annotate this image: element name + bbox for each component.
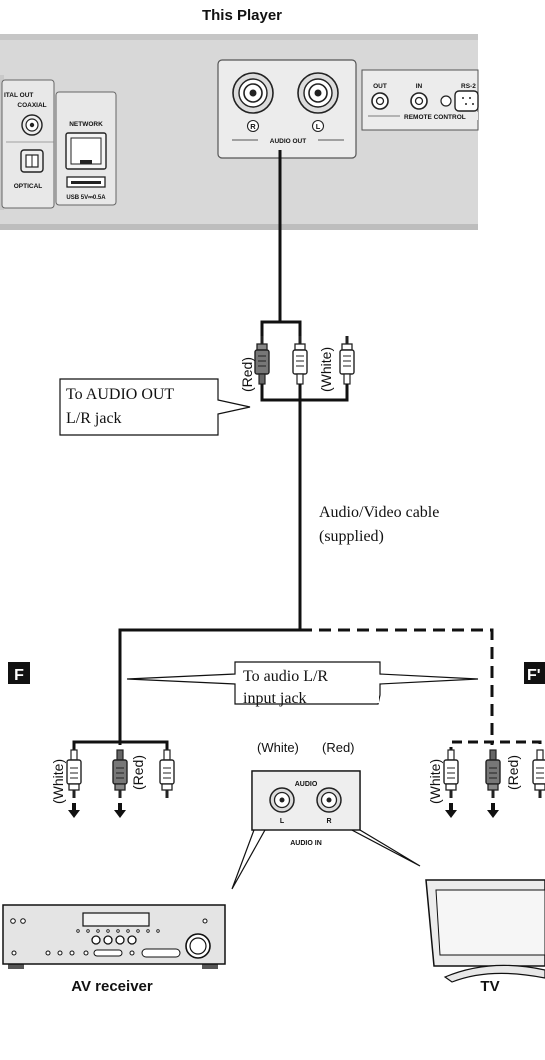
cable-to-receiver <box>118 628 300 745</box>
coaxial-jack <box>21 114 43 136</box>
remote-control-label: REMOTE CONTROL <box>404 114 466 121</box>
cable-to-tv <box>300 628 494 745</box>
in-label: IN <box>416 83 423 90</box>
cable-desc-line2: (supplied) <box>319 528 384 545</box>
arrow-down-icon <box>68 803 80 818</box>
white-plug-top <box>292 335 308 385</box>
input-callout-line1: To audio L/R <box>243 668 328 685</box>
arrow-down-icon <box>487 803 499 818</box>
coaxial-label: COAXIAL <box>17 102 46 109</box>
audio-out-callout: To AUDIO OUT L/R jack <box>59 378 251 436</box>
audio-out-callout-line1: To AUDIO OUT <box>66 386 174 403</box>
rs-label: RS-2 <box>461 83 476 90</box>
white-plug-spare <box>339 335 355 385</box>
audio-out-jack-l: L <box>297 72 339 133</box>
audio-in-panel: AUDIO L R AUDIO IN <box>231 770 421 890</box>
usb-label: USB 5V⎓0.5A <box>66 195 106 201</box>
panel-audio-label: AUDIO <box>295 781 318 788</box>
usb-port <box>66 176 106 188</box>
tv-white-plug <box>443 749 459 799</box>
panel-r-label: R <box>326 818 331 825</box>
svg-text:F: F <box>14 667 24 684</box>
av-receiver <box>2 904 226 969</box>
remote-control-panel: OUT IN RS-2 REMOTE CONTROL <box>361 69 479 131</box>
audio-out-panel: R L AUDIO OUT <box>217 59 357 159</box>
player-title: This Player <box>202 7 282 24</box>
receiver-white-plug <box>66 749 82 799</box>
tv-label: TV <box>480 978 499 995</box>
audio-out-jack-r: R <box>232 72 274 133</box>
optical-jack <box>20 149 44 173</box>
cable-to-player <box>260 150 302 345</box>
panel-audio-in-label: AUDIO IN <box>290 840 322 847</box>
red-label-top: (Red) <box>239 357 255 392</box>
red-plug-top <box>254 335 270 385</box>
input-jack-callout: To audio L/R input jack <box>126 661 479 707</box>
panel-l-label: L <box>280 818 285 825</box>
panel-red-label: (Red) <box>322 740 355 755</box>
cable-desc-line1: Audio/Video cable <box>319 504 439 521</box>
audio-in-jack-r <box>316 787 342 813</box>
remote-in-jack <box>410 92 428 110</box>
svg-text:F': F' <box>527 667 541 684</box>
tv <box>425 879 545 983</box>
arrow-down-icon <box>114 803 126 818</box>
tv-red-plug <box>485 749 501 799</box>
receiver-white-label: (White) <box>50 759 66 804</box>
digital-out-section: ITAL OUT COAXIAL OPTICAL <box>1 79 55 209</box>
white-label-top: (White) <box>318 347 334 392</box>
marker-f2: F' <box>524 662 545 684</box>
out-label: OUT <box>373 83 387 90</box>
marker-f: F <box>8 662 30 684</box>
panel-white-label: (White) <box>257 740 299 755</box>
audio-out-callout-line2: L/R jack <box>66 410 122 427</box>
cable-bundle <box>260 384 349 630</box>
network-label: NETWORK <box>69 121 103 128</box>
receiver-label: AV receiver <box>71 978 153 995</box>
jack-r-label: R <box>250 122 256 131</box>
receiver-red-label: (Red) <box>130 755 146 790</box>
arrow-down-icon <box>445 803 457 818</box>
tv-white-label: (White) <box>427 759 443 804</box>
network-section: NETWORK USB 5V⎓0.5A <box>55 91 117 206</box>
receiver-red-plug <box>112 749 128 799</box>
ethernet-port <box>65 132 107 170</box>
optical-label: OPTICAL <box>14 183 43 190</box>
tv-white-plug-2 <box>532 749 545 799</box>
tv-red-label: (Red) <box>505 755 521 790</box>
input-callout-line2: input jack <box>243 690 307 707</box>
digital-out-label: ITAL OUT <box>4 92 33 99</box>
rs232-port <box>454 90 479 112</box>
rs232-screw <box>440 95 452 107</box>
receiver-white-plug-2 <box>159 749 175 799</box>
audio-out-label: AUDIO OUT <box>270 138 307 145</box>
remote-out-jack <box>371 92 389 110</box>
jack-l-label: L <box>316 122 321 131</box>
audio-in-jack-l <box>269 787 295 813</box>
